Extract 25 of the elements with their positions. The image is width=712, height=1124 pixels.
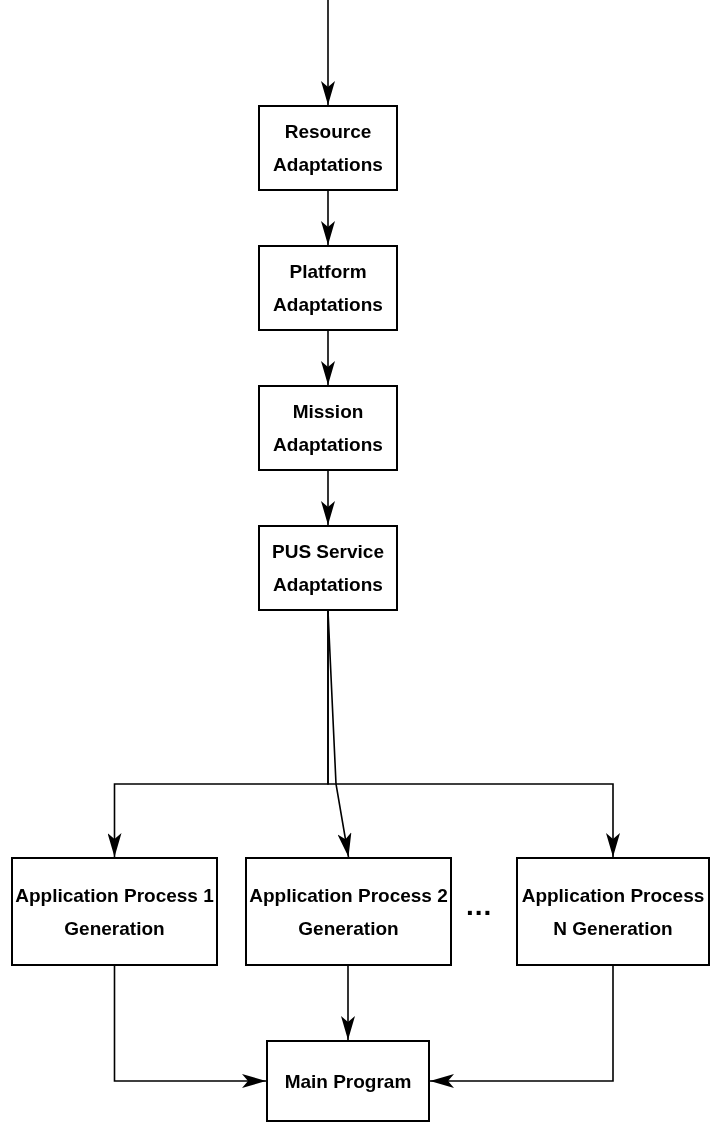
arrow [429,965,614,1088]
box-label: PUS Service Adaptations [271,540,385,597]
box-label: Application Process N Generation [520,883,706,941]
arrow [341,965,355,1041]
process-box [516,857,710,966]
arrow [327,610,620,858]
process-box [258,105,398,191]
arrow [321,0,335,106]
process-box [258,245,398,331]
box-label: Application Process 1 Generation [14,883,215,941]
arrow [321,190,335,246]
process-box [245,857,452,966]
box-label: Application Process 2 Generation [248,883,449,941]
box-label: Platform Adaptations [272,260,384,317]
box-label: Mission Adaptations [272,400,384,457]
process-box [258,385,398,471]
box-label: Main Program [284,1069,412,1094]
arrow [321,470,335,526]
arrow [113,965,267,1088]
ellipsis-label: ... [466,890,493,922]
box-label: Resource Adaptations [272,120,384,177]
process-box [266,1040,430,1122]
process-box [258,525,398,611]
arrow [321,330,335,386]
process-box [11,857,218,966]
